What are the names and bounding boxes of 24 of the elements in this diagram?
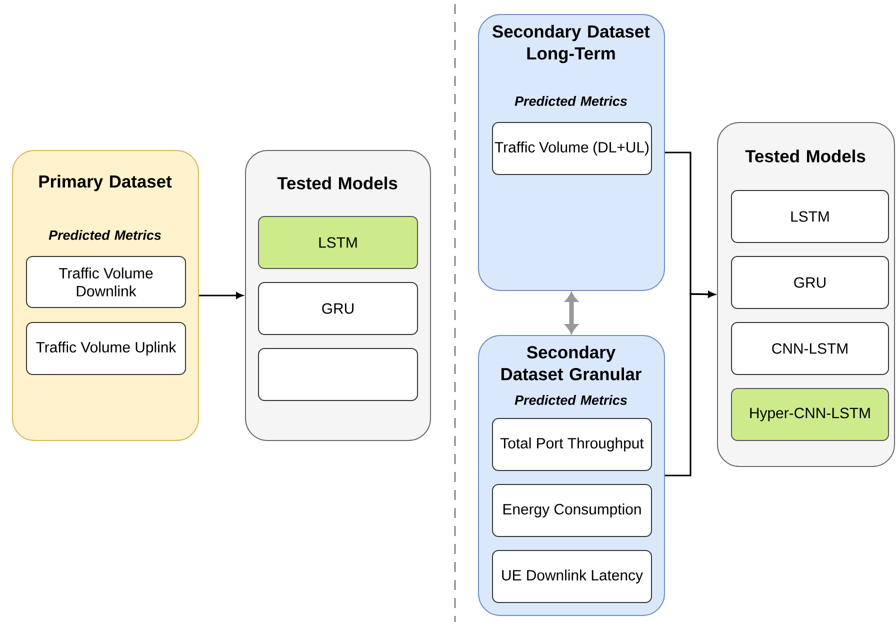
- arrow: [199, 292, 243, 299]
- panel-heading: Secondary Dataset Long-Term: [492, 24, 650, 64]
- metric-box: Energy Consumption: [492, 484, 652, 537]
- metric-box: Traffic Volume Downlink: [26, 256, 186, 308]
- model-box: CNN-LSTM: [731, 322, 889, 375]
- model-box: [258, 348, 418, 401]
- model-box: GRU: [258, 282, 418, 335]
- metric-box: Traffic Volume (DL+UL): [492, 122, 652, 175]
- panel-heading: Secondary Dataset Granular: [501, 346, 642, 380]
- panel-subheading: Predicted Metrics: [48, 230, 161, 240]
- model-box: LSTM: [731, 190, 889, 243]
- arrow: [665, 291, 715, 476]
- metric-box: Traffic Volume Uplink: [26, 322, 186, 375]
- panel-subheading: Predicted Metrics: [514, 96, 627, 106]
- model-box: LSTM: [258, 216, 418, 269]
- panel-heading: Primary Dataset: [39, 174, 172, 192]
- panel-subheading: Predicted Metrics: [514, 395, 627, 405]
- model-box: GRU: [731, 256, 889, 309]
- metric-box: UE Downlink Latency: [492, 550, 652, 603]
- metric-box: Total Port Throughput: [492, 418, 652, 471]
- panel-heading: Tested Models: [277, 176, 398, 190]
- model-box: Hyper-CNN-LSTM: [731, 388, 889, 441]
- panel-heading: Tested Models: [745, 150, 866, 162]
- arrow: [565, 292, 578, 334]
